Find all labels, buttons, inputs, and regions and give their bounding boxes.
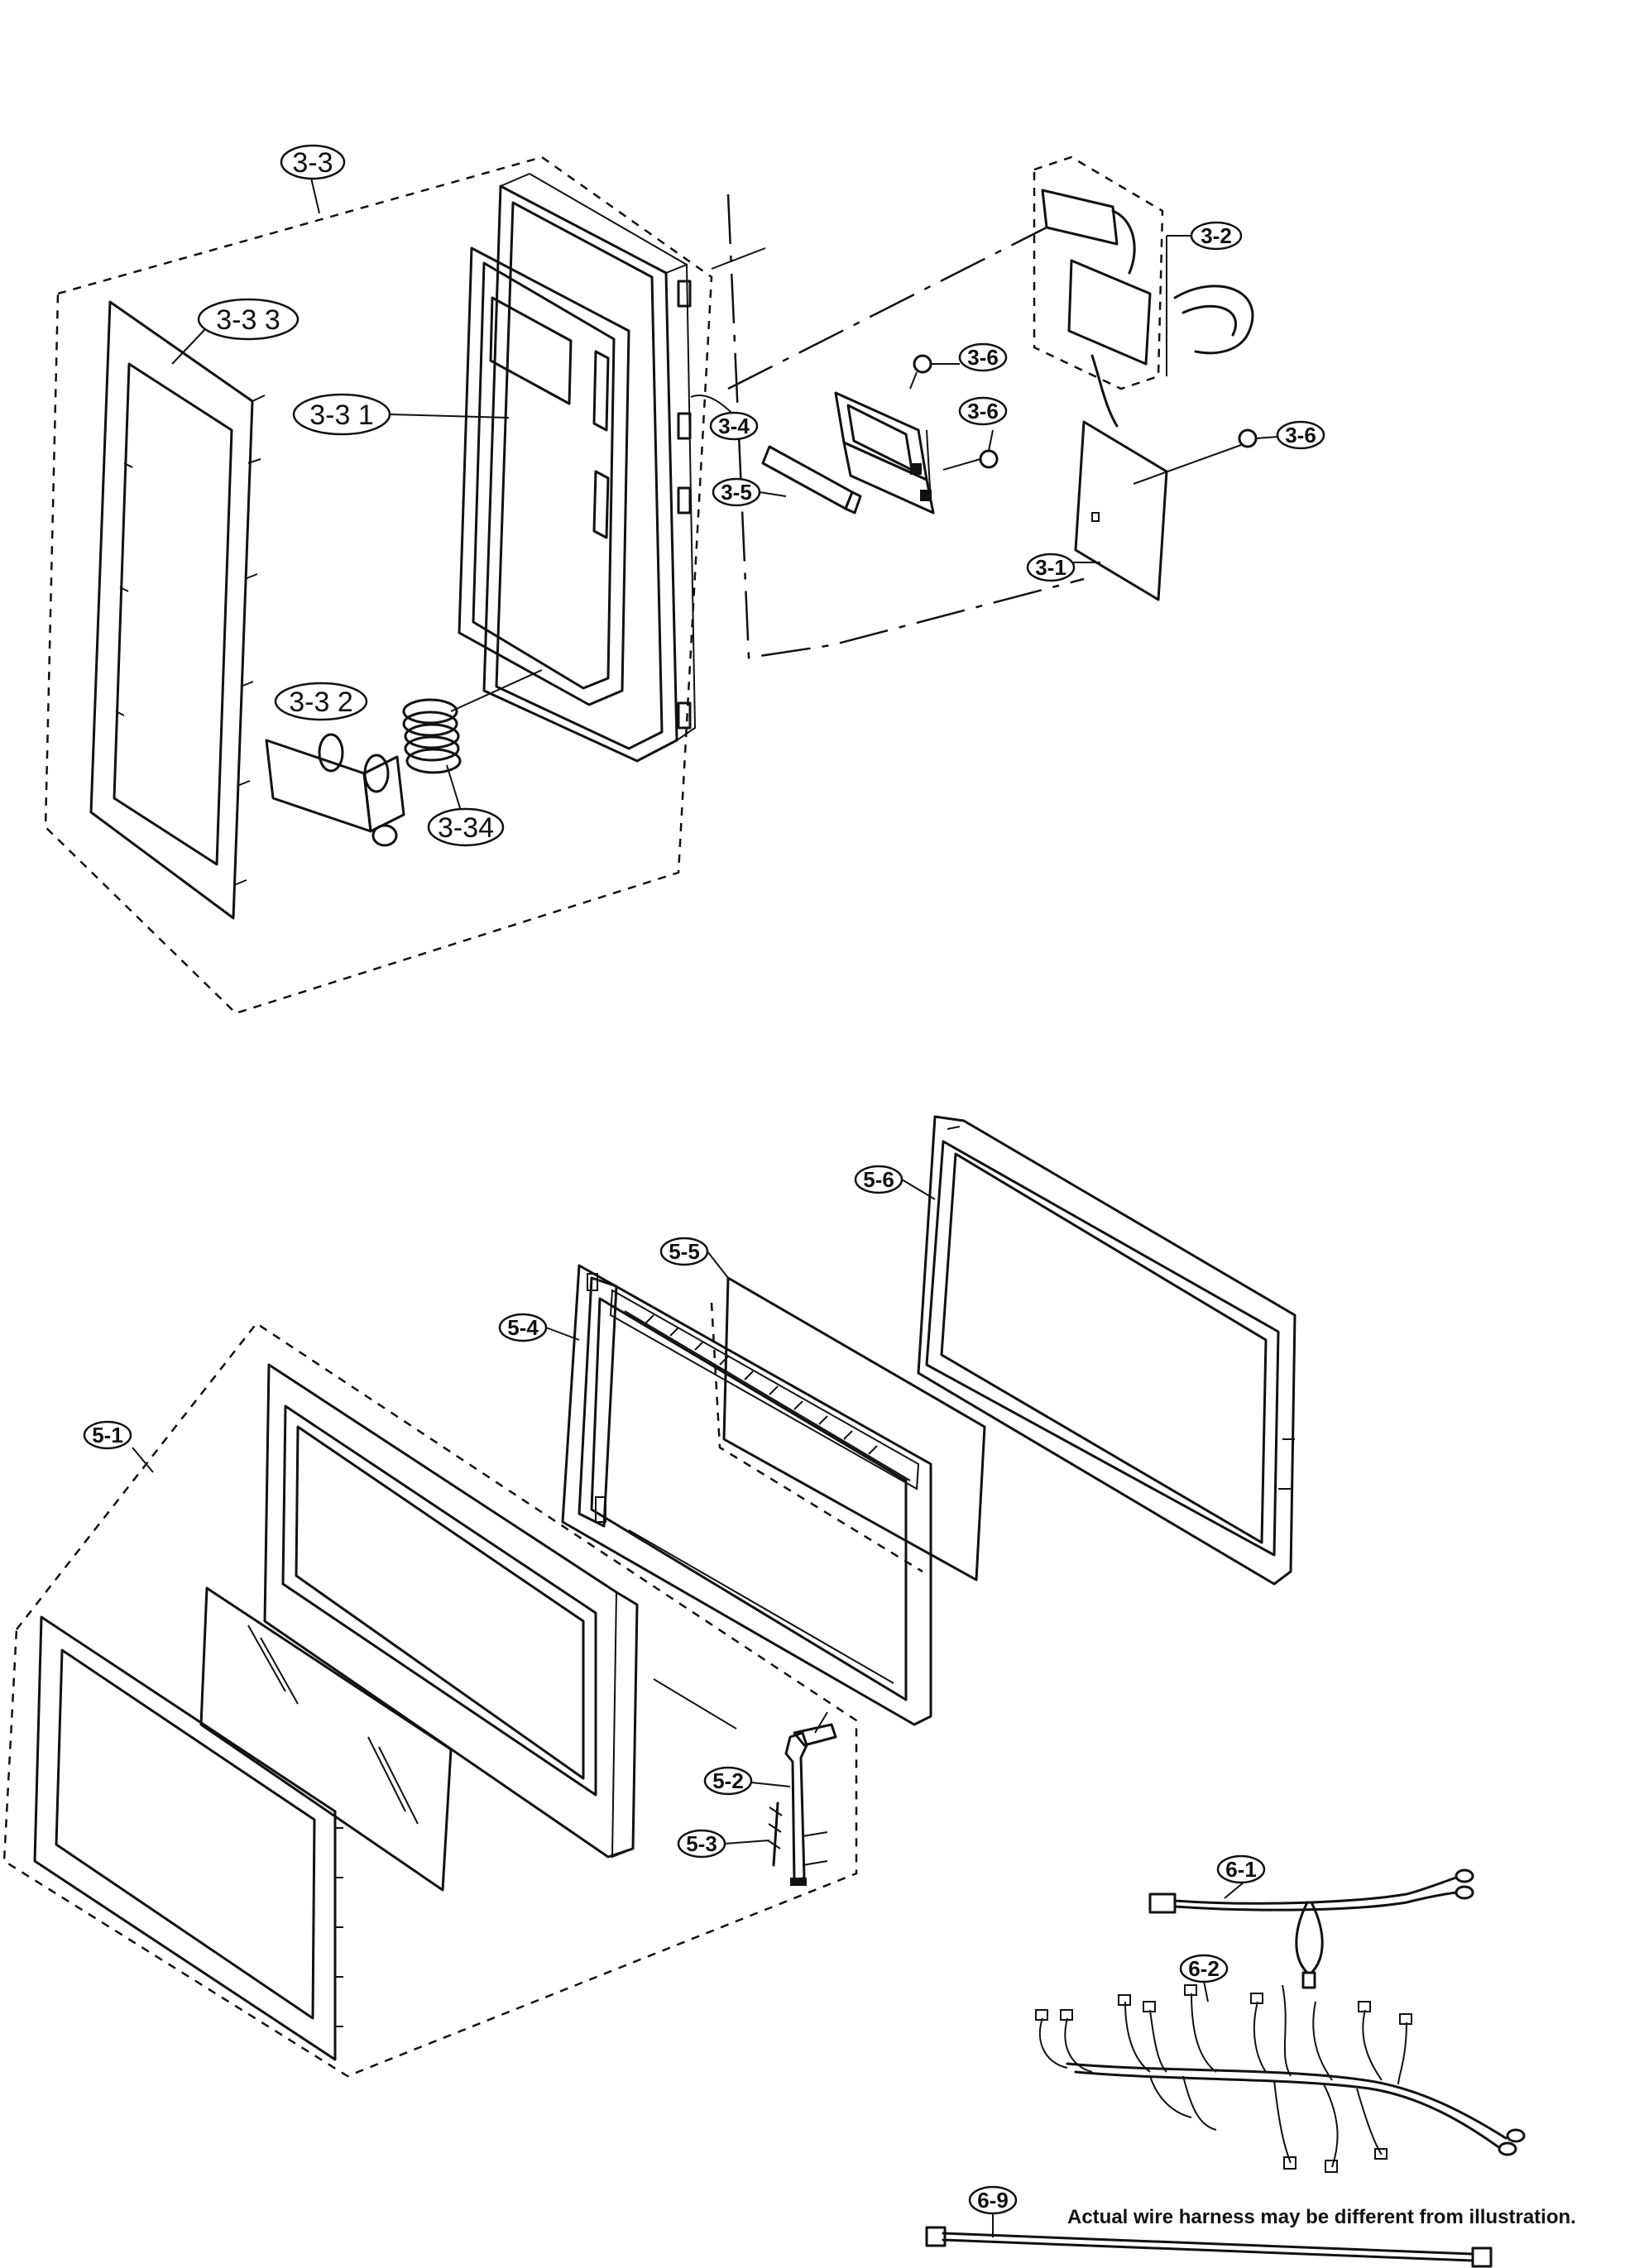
label-3-6-b: 3-6: [967, 399, 999, 423]
label-5-5: 5-5: [669, 1239, 700, 1264]
screw-3-6-top: [909, 354, 960, 390]
assembly-outline-3-3: [44, 156, 713, 1015]
wire-harness-6-2: [1035, 1980, 1526, 2173]
sheet-5-5: [722, 1276, 986, 1581]
bracket-3-5: [761, 445, 862, 514]
label-3-2: 3-2: [1201, 223, 1232, 248]
label-6-2: 6-2: [1188, 1956, 1220, 1981]
door-button-3-32: [265, 733, 405, 847]
pcb-3-1: [1067, 420, 1168, 601]
panel-cover-3-33: [89, 300, 266, 920]
callout-3-6-a: 3-6: [958, 342, 1008, 372]
callout-3-31: 3-3 1: [292, 393, 510, 436]
control-panel-frame: [482, 173, 697, 763]
display-holder: [834, 391, 935, 514]
label-5-3: 5-3: [686, 1831, 717, 1856]
display-module-3-2: [1033, 156, 1254, 428]
door-frame-5-1: [263, 1363, 737, 1859]
callout-3-5: 3-5: [712, 477, 787, 507]
door-assembly: [2, 1115, 1526, 2268]
label-3-31: 3-3 1: [309, 400, 374, 431]
callout-3-33: 3-3 3: [171, 298, 300, 365]
label-3-6-c: 3-6: [1285, 423, 1316, 447]
callout-3-6-b: 3-6: [958, 396, 1008, 426]
callout-6-2: 6-2: [1179, 1954, 1229, 1983]
label-3-3: 3-3: [292, 147, 333, 179]
inner-door-5-4: [561, 1264, 932, 1726]
callout-3-1: 3-1: [1026, 553, 1076, 582]
outer-frame-5-6: [917, 1115, 1297, 1586]
label-3-5: 3-5: [721, 480, 752, 505]
screw-3-6-mid: [942, 429, 999, 471]
label-6-1: 6-1: [1225, 1857, 1257, 1882]
membrane-panel-3-31: [458, 246, 630, 706]
screw-3-6-right: [1133, 428, 1279, 485]
callout-3-2: 3-2: [1190, 221, 1243, 251]
label-3-1: 3-1: [1035, 555, 1066, 580]
label-5-4: 5-4: [507, 1315, 539, 1340]
assembly-outline-5-1: [2, 1322, 858, 2078]
label-5-1: 5-1: [92, 1423, 123, 1447]
callout-5-5: 5-5: [659, 1237, 729, 1279]
spring-5-3: [767, 1801, 783, 1867]
callout-3-4: 3-4: [709, 411, 759, 441]
callout-6-1: 6-1: [1216, 1854, 1266, 1884]
label-3-34: 3-34: [438, 812, 494, 844]
label-3-4: 3-4: [718, 414, 750, 438]
harness-note: Actual wire harness may be different fro…: [1067, 2206, 1576, 2228]
label-5-6: 5-6: [863, 1167, 894, 1192]
label-6-9: 6-9: [977, 2188, 1009, 2213]
callout-3-6-c: 3-6: [1276, 420, 1325, 450]
callouts: 3-3 3-3 3 3-3 1 3-3 2 3-34 3-2 3-4: [83, 144, 1325, 2215]
callout-5-1: 5-1: [83, 1420, 132, 1450]
callout-5-6: 5-6: [854, 1165, 936, 1200]
label-3-32: 3-3 2: [289, 687, 353, 718]
callout-3-3: 3-3: [280, 144, 346, 180]
callout-5-3: 5-3: [677, 1829, 770, 1859]
spring-3-34: [402, 669, 543, 820]
wire-6-9: [925, 2213, 1493, 2268]
callout-5-4: 5-4: [498, 1313, 580, 1342]
label-3-33: 3-3 3: [216, 304, 280, 336]
callout-6-9: 6-9: [968, 2185, 1018, 2215]
control-panel-assembly: [44, 156, 1279, 1015]
latch-5-2: [784, 1711, 837, 1886]
label-5-2: 5-2: [712, 1768, 744, 1793]
callout-5-2: 5-2: [703, 1766, 791, 1796]
callout-3-32: 3-3 2: [274, 682, 368, 721]
door-choke-cover: [33, 1615, 343, 2061]
label-3-6-a: 3-6: [967, 345, 999, 370]
callout-3-34: 3-34: [427, 807, 505, 847]
door-glass: [199, 1586, 453, 1892]
